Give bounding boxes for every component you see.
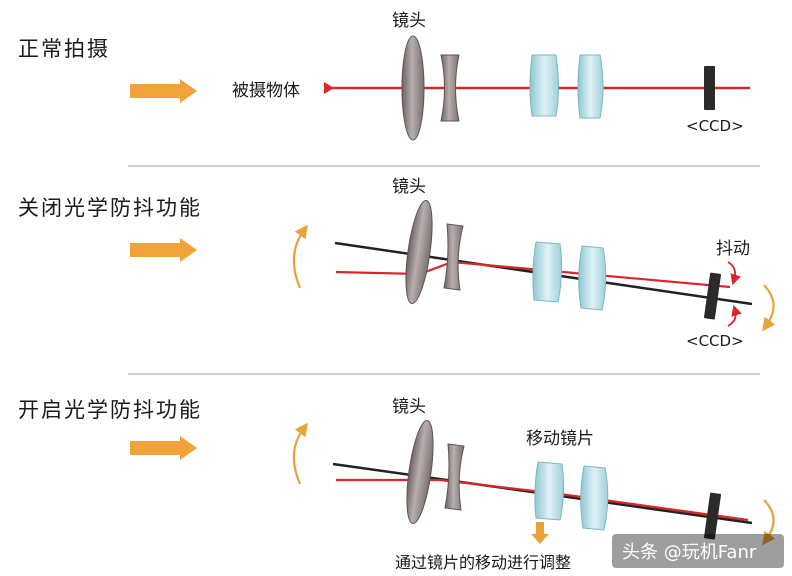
orange-arrow-icon <box>130 436 197 460</box>
blue-lens-2 <box>580 465 609 531</box>
blue-lens-2 <box>578 245 607 311</box>
section-stabilization-on: 开启光学防抖功能 镜头 移动镜片 通过镜片的移动进行调整 <box>18 397 776 572</box>
corrected-light-ray <box>336 478 749 522</box>
lens-label: 镜头 <box>392 397 426 417</box>
orange-arrow-icon <box>130 238 197 262</box>
blue-lens-1 <box>532 241 563 303</box>
convex-lens <box>401 35 425 141</box>
tilt-arrow-icon <box>762 284 776 332</box>
subject-marker-icon <box>324 82 334 94</box>
tilt-arrow-icon <box>292 224 308 289</box>
section-title: 关闭光学防抖功能 <box>18 196 202 220</box>
ccd-sensor <box>703 272 722 320</box>
shake-label: 抖动 <box>716 239 750 259</box>
tilt-arrow-icon <box>762 499 776 546</box>
adjust-label: 通过镜片的移动进行调整 <box>395 553 571 572</box>
concave-lens <box>440 54 460 122</box>
blue-lens-2 <box>577 54 604 119</box>
ccd-label: <CCD> <box>686 117 744 135</box>
blue-lens-1 <box>529 54 559 117</box>
ccd-label: <CCD> <box>686 332 744 350</box>
section-normal: 正常拍摄 被摄物体 镜头 <CCD> <box>18 11 750 141</box>
watermark: 头条 @玩机Fanr <box>612 534 784 568</box>
ccd-sensor <box>704 66 715 110</box>
orange-arrow-icon <box>130 79 197 103</box>
lens-label: 镜头 <box>392 11 426 31</box>
watermark-text: 头条 @玩机Fanr <box>622 542 757 563</box>
convex-lens <box>405 199 433 305</box>
concave-lens <box>443 223 464 291</box>
shake-indicator-top-icon <box>727 261 741 286</box>
concave-lens <box>444 443 465 511</box>
section-title: 开启光学防抖功能 <box>18 398 202 422</box>
ccd-sensor <box>703 492 722 540</box>
tilt-arrow-icon <box>292 422 308 485</box>
moving-lens-label: 移动镜片 <box>526 429 594 449</box>
lens-shift-arrow-icon <box>531 522 549 544</box>
subject-label: 被摄物体 <box>232 81 300 101</box>
convex-lens <box>406 419 434 525</box>
moving-blue-lens-1 <box>534 461 565 521</box>
section-stabilization-off: 关闭光学防抖功能 镜头 抖动 <CCD> <box>18 177 776 350</box>
section-title: 正常拍摄 <box>18 37 110 61</box>
lens-label: 镜头 <box>392 177 426 197</box>
shake-indicator-bottom-icon <box>727 304 742 327</box>
